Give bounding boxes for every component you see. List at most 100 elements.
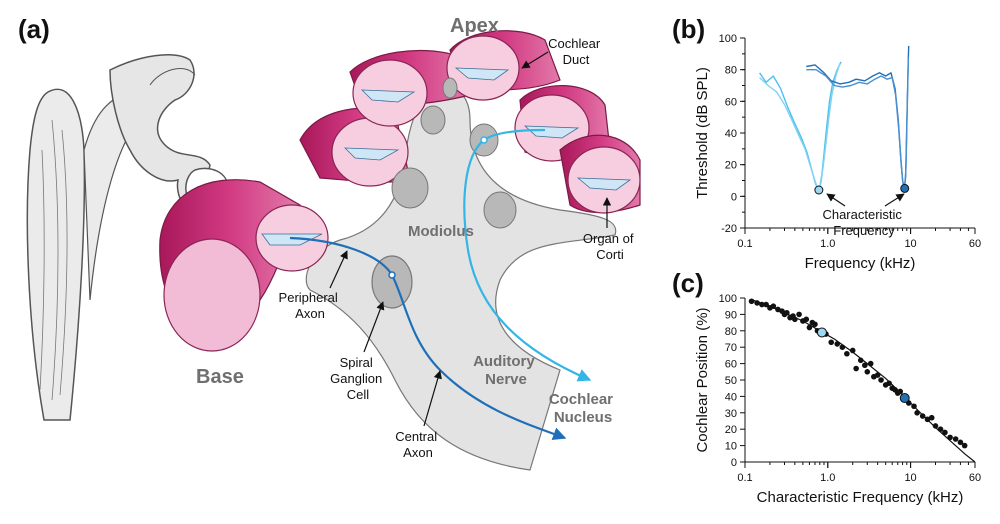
data-point (759, 301, 765, 308)
y-tick-label: 0 (731, 457, 737, 469)
y-tick-label: 50 (725, 375, 737, 387)
data-point (867, 360, 874, 367)
data-point (864, 369, 871, 375)
y-tick-label: 60 (725, 96, 737, 108)
label-modiolus: Modiolus (408, 223, 474, 240)
data-point (947, 434, 953, 441)
data-point (897, 388, 904, 395)
panel-a: (a) (18, 14, 641, 471)
data-point (796, 311, 802, 318)
y-tick-label: 20 (725, 424, 737, 436)
data-point (911, 403, 917, 410)
data-point (849, 347, 856, 354)
data-point (853, 365, 859, 372)
label-apex: Apex (450, 15, 499, 37)
x-tick-label: 60 (969, 472, 981, 484)
y-tick-label: 30 (725, 408, 737, 420)
data-point (874, 372, 881, 378)
ear-outline (26, 54, 229, 421)
y-tick-label: 10 (725, 441, 737, 453)
panel-a-letter: (a) (18, 14, 50, 44)
y-tick-label: 40 (725, 391, 737, 403)
panel-b-letter: (b) (672, 14, 705, 44)
data-point (928, 414, 935, 421)
data-point (812, 321, 818, 328)
panel-c-letter: (c) (672, 268, 704, 298)
base-turn (159, 179, 329, 352)
spiral-ganglion-cell (371, 255, 413, 309)
y-tick-label: 60 (725, 359, 737, 371)
tuning-curve-2 (759, 63, 841, 190)
data-point (932, 423, 939, 429)
cochlear-position-chart: 0 10 20 30 40 50 60 70 80 90 100 0.1 1.0 10 60Characte… (694, 293, 981, 506)
x-axis-title: Characteristic Frequency (kHz) (757, 489, 964, 506)
x-tick-label: 1.0 (820, 472, 835, 484)
modiolus-body (305, 87, 617, 471)
dark-blue-fiber (289, 236, 567, 441)
data-point (844, 350, 850, 357)
data-point (770, 303, 777, 310)
data-point (942, 429, 948, 436)
label-spiral-ganglion-cell: Spiral Ganglion Cell (330, 355, 386, 402)
data-point (839, 344, 846, 351)
y-tick-label: 90 (725, 309, 737, 321)
data-point (952, 436, 959, 442)
light-blue-fiber (463, 128, 592, 382)
label-cochlear-nucleus: Cochlear Nucleus (549, 391, 617, 426)
data-point (803, 316, 810, 323)
data-point (878, 377, 884, 383)
y-tick-label: 80 (725, 65, 737, 77)
y-tick-label: 20 (725, 160, 737, 172)
label-organ-of-corti: Organ of Corti (583, 231, 637, 262)
characteristic-point-1 (814, 185, 824, 195)
y-tick-label: 40 (725, 128, 737, 140)
data-point (792, 316, 798, 323)
data-point (834, 341, 841, 347)
tuning-curve-1 (759, 61, 842, 191)
data-point (919, 413, 926, 419)
data-point (957, 439, 964, 446)
data-point (828, 339, 835, 346)
x-axis-title: Frequency (kHz) (805, 255, 916, 272)
data-point (924, 416, 931, 423)
x-tick-label: 10 (904, 238, 916, 250)
y-axis-title: Threshold (dB SPL) (694, 67, 711, 199)
x-tick-label: 10 (904, 472, 916, 484)
data-point (961, 442, 968, 449)
y-tick-label: 80 (725, 326, 737, 338)
characteristic-point-2 (900, 183, 910, 193)
data-point (862, 362, 868, 369)
y-axis-title: Cochlear Position (%) (694, 307, 711, 452)
label-cochlear-duct: Cochlear Duct (548, 36, 604, 67)
y-tick-label: 70 (725, 342, 737, 354)
tuning-curve-3 (806, 45, 910, 190)
y-tick-label: 0 (731, 191, 737, 203)
y-tick-label: 100 (719, 293, 737, 305)
middle-turns (299, 30, 641, 229)
fit-line (751, 299, 976, 463)
data-point (914, 410, 920, 416)
label-characteristic-frequency: Characteristic Frequency (822, 207, 905, 238)
highlight-point-1 (816, 327, 827, 338)
panel-c: (c) 0 10 20 30 40 50 60 70 80 90 100 0.1 1.0 10 60Char… (672, 268, 981, 506)
label-peripheral-axon: Peripheral Axon (279, 290, 342, 321)
data-point (937, 426, 944, 433)
highlight-point-2 (899, 393, 910, 404)
label-central-axon: Central Axon (395, 429, 441, 460)
data-point (857, 357, 864, 364)
data-point (763, 301, 769, 308)
data-point (748, 298, 755, 305)
x-tick-label: 0.1 (737, 472, 752, 484)
x-tick-label: 0.1 (737, 238, 752, 250)
x-tick-label: 1.0 (820, 238, 835, 250)
data-point (806, 324, 813, 331)
y-tick-label: 100 (719, 33, 737, 45)
data-point (754, 300, 760, 306)
data-point (886, 380, 892, 387)
data-point (784, 309, 790, 316)
label-auditory-nerve: Auditory Nerve (473, 353, 539, 388)
label-base: Base (196, 366, 244, 388)
